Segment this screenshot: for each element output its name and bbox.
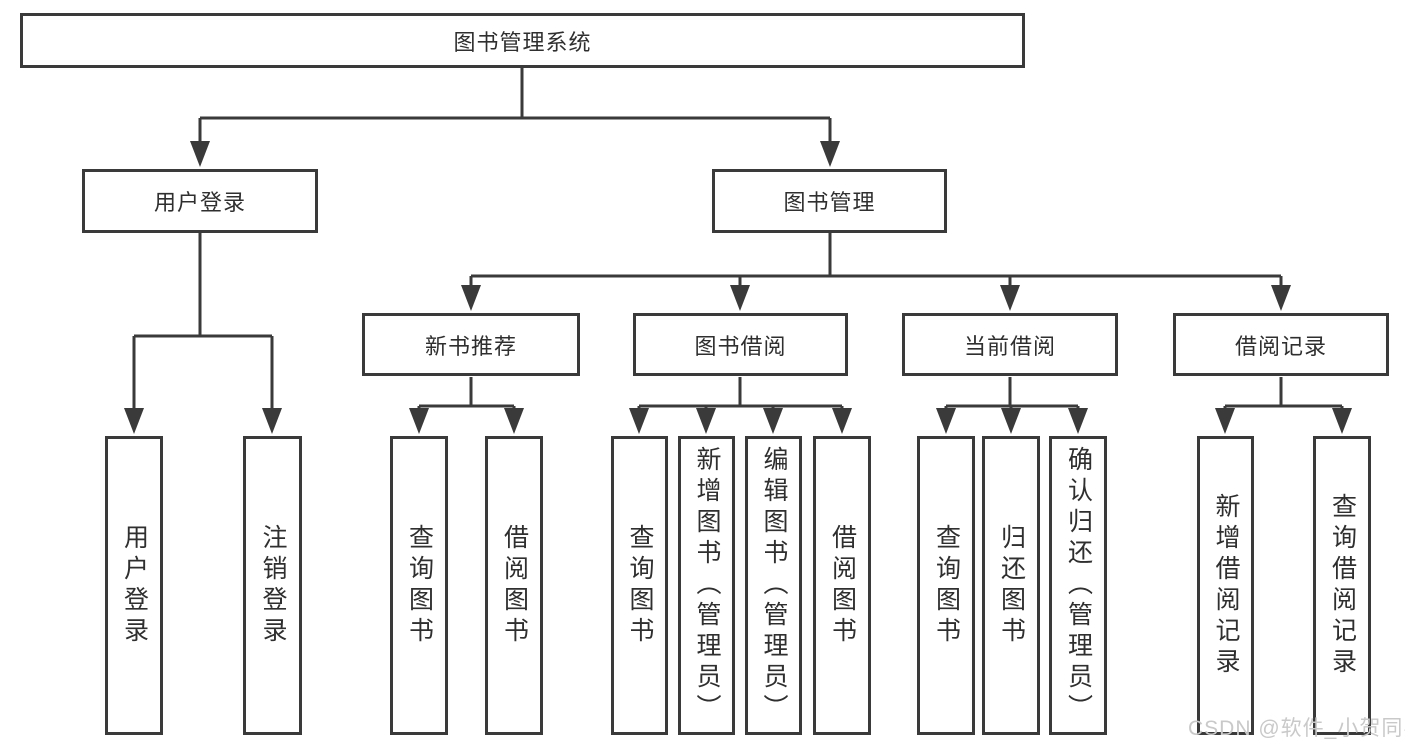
arrowhead-icon [730, 285, 750, 311]
leaf-confirm-return-admin: 确认归还（管理员） [1049, 436, 1107, 735]
node-label: 图书管理系统 [453, 29, 592, 55]
node-borrowing-records: 借阅记录 [1173, 313, 1389, 376]
leaf-borrow-books: 借阅图书 [485, 436, 543, 735]
node-label: 编辑图书（管理员） [760, 446, 788, 725]
leaf-add-borrow-record: 新增借阅记录 [1197, 436, 1254, 735]
arrowhead-icon [504, 408, 524, 434]
node-label: 借阅图书 [828, 523, 857, 648]
arrowhead-icon [820, 141, 840, 167]
node-root-system: 图书管理系统 [20, 13, 1025, 68]
node-new-book-recommend: 新书推荐 [362, 313, 580, 376]
leaf-add-books-admin: 新增图书（管理员） [678, 436, 735, 735]
node-label: 查询图书 [405, 523, 434, 648]
arrowhead-icon [1332, 408, 1352, 434]
leaf-logout: 注销登录 [243, 436, 302, 735]
arrowhead-icon [696, 408, 716, 434]
leaf-edit-books-admin: 编辑图书（管理员） [745, 436, 802, 735]
node-book-borrowing: 图书借阅 [633, 313, 848, 376]
arrowhead-icon [1068, 408, 1088, 434]
arrowhead-icon [763, 408, 783, 434]
node-label: 新书推荐 [424, 333, 517, 359]
csdn-watermark: CSDN @软件_小贺同学 [1188, 717, 1405, 740]
arrowhead-icon [1215, 408, 1235, 434]
node-label: 借阅记录 [1234, 333, 1327, 359]
node-label: 当前借阅 [963, 333, 1056, 359]
connector-root-branch [198, 68, 832, 146]
connector-new-books-branch [417, 377, 516, 412]
node-label: 注销登录 [259, 523, 287, 648]
arrowhead-icon [461, 285, 481, 311]
node-label: 确认归还（管理员） [1064, 446, 1093, 725]
arrowhead-icon [1001, 408, 1021, 434]
node-label: 查询图书 [626, 523, 654, 648]
node-user-login: 用户登录 [82, 169, 318, 233]
node-label: 新增借阅记录 [1212, 492, 1240, 679]
node-label: 归还图书 [997, 523, 1026, 648]
node-label: 新增图书（管理员） [693, 446, 721, 725]
leaf-query-books: 查询图书 [390, 436, 448, 735]
arrowhead-icon [262, 408, 282, 434]
connector-book-mgmt-branch [469, 233, 1283, 289]
leaf-user-login: 用户登录 [105, 436, 163, 735]
arrowhead-icon [832, 408, 852, 434]
leaf-query-books: 查询图书 [611, 436, 668, 735]
leaf-return-books: 归还图书 [982, 436, 1040, 735]
node-label: 图书管理 [783, 190, 876, 215]
node-label: 图书借阅 [694, 333, 787, 359]
arrowhead-icon [629, 408, 649, 434]
leaf-query-books: 查询图书 [917, 436, 975, 735]
arrowhead-icon [190, 141, 210, 167]
arrowhead-icon [409, 408, 429, 434]
leaf-query-borrow-record: 查询借阅记录 [1313, 436, 1371, 735]
arrowhead-icon [124, 408, 144, 434]
node-label: 用户登录 [120, 523, 149, 648]
leaf-borrow-books: 借阅图书 [813, 436, 871, 735]
node-current-borrowing: 当前借阅 [902, 313, 1118, 376]
connector-borrow-records-branch [1223, 377, 1344, 412]
node-label: 用户登录 [153, 190, 246, 215]
connector-book-borrow-branch [637, 377, 844, 412]
arrowhead-icon [936, 408, 956, 434]
connector-current-borrow-branch [944, 377, 1080, 412]
node-label: 借阅图书 [500, 523, 529, 648]
arrowhead-icon [1271, 285, 1291, 311]
node-book-management: 图书管理 [712, 169, 947, 233]
node-label: 查询借阅记录 [1328, 492, 1357, 679]
node-label: 查询图书 [932, 523, 961, 648]
connector-user-login-branch [132, 233, 274, 412]
arrowhead-icon [1000, 285, 1020, 311]
